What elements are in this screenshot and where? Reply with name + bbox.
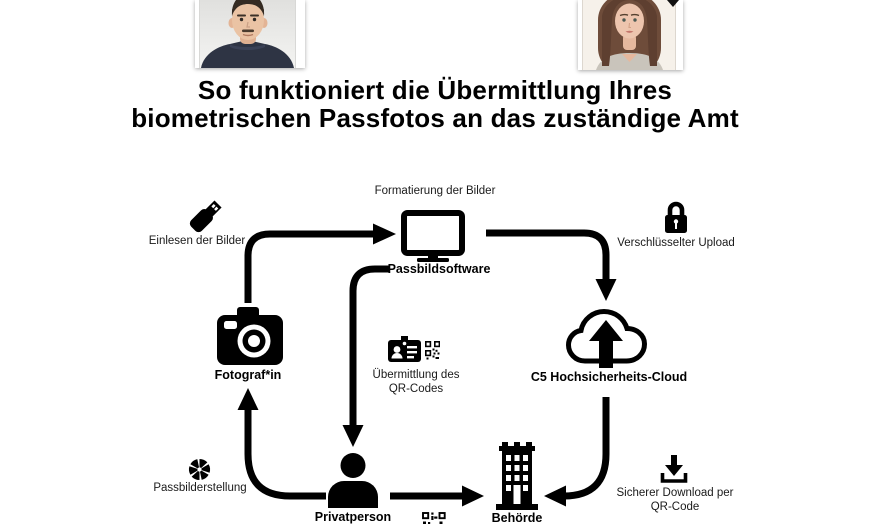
lock-icon [665,201,687,233]
node-qr-small [422,512,446,524]
node-passbildsoftware [401,210,465,262]
arrowhead-into-camera [237,388,259,410]
label-formatierung: Formatierung der Bilder [374,185,496,197]
label-privatperson: Privatperson [314,510,392,524]
arrowhead-into-software [373,223,396,245]
node-einlesen [182,192,230,240]
arrow-software-to-cloud [486,229,610,281]
label-uebermittlung: Übermittlung des QR-Codes [356,368,476,396]
aperture-icon [188,458,211,481]
node-privatperson [325,452,381,508]
arrow-cloud-to-authority [563,397,610,500]
node-behoerde [494,442,540,510]
cropped-overlay-mark [667,0,679,7]
arrowhead-into-authority-left [462,485,484,507]
label-download: Sicherer Download per QR-Code [605,486,745,514]
label-behoerde: Behörde [491,511,543,525]
passport-photo-man-image [195,0,305,68]
usb-stick-icon [189,200,222,233]
node-cloud [566,306,650,370]
page-title-line1: So funktioniert die Übermittlung Ihres [197,75,673,105]
node-upload [662,200,690,236]
qr-code-icon [424,341,440,360]
monitor-icon [401,210,465,262]
label-fotograf: Fotograf*in [214,368,282,382]
node-fotograf [217,307,283,365]
arrow-person-to-camera [244,409,326,500]
download-icon [660,455,688,483]
label-passbilderstellung: Passbilderstellung [153,482,247,494]
passport-photo-woman [578,0,683,70]
cloud-upload-icon [566,308,648,368]
label-download-line1: Sicherer Download per [616,487,734,499]
arrowhead-into-authority-right [544,485,566,507]
arrowhead-into-cloud [595,279,617,301]
node-download [660,454,688,484]
building-icon [496,442,538,510]
person-icon [328,453,378,508]
camera-icon [217,307,283,365]
label-download-line2: QR-Code [650,501,700,513]
arrowhead-into-person [342,425,364,447]
label-uebermittlung-line2: QR-Codes [388,383,444,395]
qr-code-small-icon [422,512,446,524]
label-einlesen: Einlesen der Bilder [148,235,246,247]
page-title-line2: biometrischen Passfotos an das zuständig… [131,103,739,133]
passport-photo-woman-image [578,0,683,70]
node-passbilderstellung [188,458,211,481]
node-uebermittlung [388,336,440,363]
passport-photo-man [195,0,305,68]
page-title: So funktioniert die Übermittlung Ihres b… [0,76,870,132]
arrow-software-to-person [349,265,389,427]
label-cloud: C5 Hochsicherheits-Cloud [530,370,688,384]
label-passbildsoftware: Passbildsoftware [387,262,491,276]
label-uebermittlung-line1: Übermittlung des [372,369,460,381]
id-card-icon [388,336,440,362]
label-upload: Verschlüsselter Upload [617,237,735,249]
arrow-camera-to-software [244,230,374,303]
